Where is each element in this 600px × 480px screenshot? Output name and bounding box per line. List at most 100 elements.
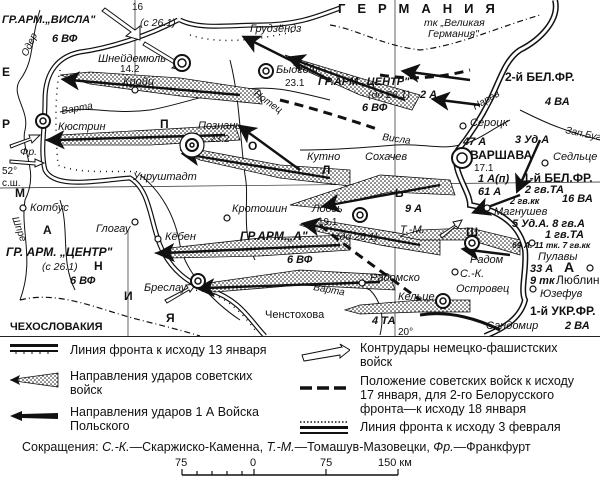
abbr-sk-full: —Скаржиско-Каменна, [129, 440, 264, 454]
counterattack-arrow [9, 158, 46, 168]
label-a2: 2 А [419, 89, 437, 101]
label-lublin: Люблин [556, 273, 600, 287]
label-a9: 9 А [405, 203, 422, 215]
label-germany-letter: Е [2, 65, 10, 79]
legend-label: Направления ударов советских войск [70, 369, 253, 397]
label-16: 16 [132, 2, 144, 13]
fortress-lodz [352, 207, 368, 223]
strike-arrow [237, 124, 301, 171]
label-warta-s: Варта [312, 282, 345, 298]
label-pulawy: Пулавы [538, 251, 578, 263]
legend-label: Положение советских войск к исходу 17 ян… [360, 374, 575, 416]
label-germany: ГЕРМАНИЯ [338, 1, 507, 16]
label-since-26-1-w: (с 26.1) [42, 261, 78, 273]
label-since-26-1: (с 26.1) [140, 17, 176, 29]
state-border [19, 14, 541, 336]
label-until-26-1: (до 26.1) [368, 89, 410, 101]
strike-arrow [180, 147, 331, 180]
label-army-center-w: ГР. АРМ. „ЦЕНТР" [6, 245, 113, 259]
label-cottbus: Котбус [30, 202, 69, 214]
label-jozefow: Юзефув [540, 288, 583, 300]
counterattack-arrow [101, 7, 141, 41]
label-oder: Одер [20, 31, 40, 58]
town-pulawy [528, 239, 536, 247]
label-warsaw: ВАРШАВА [470, 148, 533, 162]
abbr-tm-full: —Томашув-Мазовецки, [294, 440, 430, 454]
label-schneidemuhl-date: 14.2 [120, 64, 140, 75]
front-line-feb3-icon [300, 421, 348, 434]
label-poland-letter: Ь [395, 186, 404, 200]
legend-label: Линия фронта к исходу 3 февраля [360, 420, 561, 434]
counterattack-arrow [164, 283, 198, 304]
label-kreuz: Кройц [123, 76, 154, 88]
label-tm: Т.-М. [400, 224, 425, 236]
strike-arrow [241, 35, 331, 82]
fortress-kustrin [35, 113, 51, 129]
label-ostrowiec: Островец [456, 283, 509, 295]
strike-arrows [45, 35, 542, 298]
german-counterattacks [9, 7, 463, 304]
label-front-2-bel: 2-й БЕЛ.ФР. [505, 70, 575, 84]
strike-band [399, 227, 521, 256]
legend-item-soviet-strikes: Направления ударов советских войск [8, 369, 278, 397]
label-unruhstadt: Унруштадт [132, 171, 197, 183]
label-germany-letter: И [124, 289, 133, 303]
scale-tick-label: 150 км [378, 457, 412, 469]
label-poland-letter: Ш [466, 225, 478, 239]
town-koben [154, 235, 162, 243]
label-serock: Сероцк [470, 117, 509, 129]
label-koben: Кёбен [165, 231, 196, 243]
label-germany-letter: А [43, 223, 52, 237]
strike-arrow [320, 183, 441, 213]
label-fr: Фр. [20, 146, 37, 158]
town-siedlce [541, 159, 549, 167]
fortress-kielce [435, 293, 451, 309]
label-lat-ns: с.ш. [2, 178, 21, 189]
label-gvta2: 2 гв.ТА [524, 184, 564, 196]
legend-label: Линия фронта к исходу 13 января [70, 343, 267, 357]
strike-arrow [460, 241, 511, 261]
label-tk9: 9 тк [530, 275, 556, 287]
strike-arrow [155, 242, 341, 263]
label-until-26-1-a: (до 26.1) [336, 231, 378, 243]
town-kreuz [131, 86, 139, 94]
label-germany-letter: Я [166, 311, 175, 325]
label-poznan-date: 23.2 [210, 134, 230, 145]
label-gvta1: 1 гв.ТА [545, 229, 584, 241]
soviet-strike-bands [43, 54, 521, 315]
label-army-center-n: ГР.АРМ.„ЦЕНТР" [318, 76, 410, 88]
label-va4: 4 ВА [544, 96, 570, 108]
scale-tick-label: 75 [175, 457, 187, 469]
town-radomsko [358, 279, 366, 287]
label-poznan: Познань [198, 120, 241, 132]
legend-item-front-jan13: Линия фронта к исходу 13 января [8, 343, 298, 357]
label-vf6-w: 6 ВФ [70, 275, 96, 287]
abbr-sk: С.-К. [102, 440, 130, 454]
legend-item-polish-strikes: Направления ударов 1 А Войска Польского [8, 405, 278, 433]
legend-item-position-jan17: Положение советских войск к исходу 17 ян… [298, 374, 598, 416]
scale-bar: 75 0 75 150 км [175, 457, 412, 476]
town-jozefow [529, 285, 537, 293]
label-bydgoszcz: Быдгош [276, 64, 318, 76]
label-meridian-20: 20° [398, 327, 413, 336]
label-great-germany: тк „Великая [424, 17, 485, 29]
label-va2: 2 ВА [564, 320, 590, 332]
label-vf6-s: 6 ВФ [287, 254, 313, 266]
label-bydgoszcz-date: 23.1 [285, 78, 305, 89]
counterattack-arrow [9, 134, 42, 149]
map-legend: Линия фронта к исходу 13 января Направле… [0, 336, 600, 480]
label-vf6: 6 ВФ [52, 33, 78, 45]
position-jan17 [279, 68, 471, 302]
map-labels: ГР.АРМ.„ВИСЛА" (с 26.1) 16 6 ВФ Одер Гру… [2, 1, 600, 336]
label-glogau: Глогау [96, 223, 132, 235]
label-grudziadz: Грудзёндз [250, 23, 301, 35]
fortress-radom [464, 235, 480, 251]
fortress-warsaw [451, 147, 473, 169]
label-lat-52: 52° [2, 166, 17, 177]
german-counterattack-arrow-icon [301, 343, 350, 362]
label-krotoszyn: Кротошин [232, 203, 287, 215]
legend-label: Направления ударов 1 А Войска Польского [70, 405, 259, 433]
strike-arrow [515, 139, 542, 194]
city-markers [19, 54, 594, 309]
label-warsaw-date: 17.1 [474, 163, 494, 174]
